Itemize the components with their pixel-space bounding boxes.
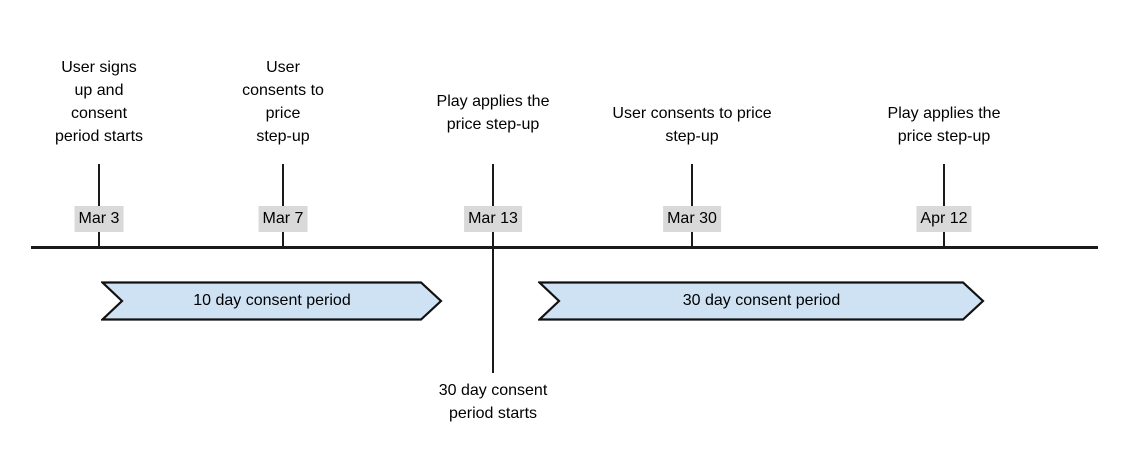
milestone-tick-stub: [98, 232, 100, 248]
milestone-tick-stub: [282, 232, 284, 248]
milestone-tick-line: [492, 164, 494, 207]
milestone-date-label: Mar 7: [258, 206, 308, 232]
milestone-event-label: Play applies the price step-up: [887, 105, 1001, 145]
milestone-date-label: Mar 30: [663, 206, 721, 232]
milestone-event-label: User consents to price step-up: [242, 59, 324, 145]
milestone-date-label: Apr 12: [916, 206, 972, 232]
milestone-tick-line: [282, 164, 284, 207]
milestone-date-label: Mar 3: [74, 206, 124, 232]
period-arrow-shape: [101, 281, 443, 321]
period-banner-10-day: 10 day consent period: [101, 281, 443, 321]
below-timeline-note: 30 day consent period starts: [438, 382, 548, 422]
milestone-tick-stub: [691, 232, 693, 248]
milestone-event-label: User signs up and consent period starts: [54, 59, 144, 145]
milestone-tick-line: [691, 164, 693, 207]
milestone-tick-stub: [492, 232, 494, 373]
period-arrow-shape: [538, 281, 985, 321]
milestone-event-label: User consents to price step-up: [612, 105, 772, 145]
milestone-event-label: Play applies the price step-up: [436, 93, 550, 133]
milestone-tick-line: [943, 164, 945, 207]
milestone-date-label: Mar 13: [464, 206, 522, 232]
period-banner-30-day: 30 day consent period: [538, 281, 985, 321]
milestone-tick-stub: [943, 232, 945, 248]
period-label: 10 day consent period: [193, 292, 351, 309]
timeline-axis-line: [31, 246, 1098, 249]
period-label: 30 day consent period: [682, 292, 841, 309]
milestone-tick-line: [98, 164, 100, 207]
